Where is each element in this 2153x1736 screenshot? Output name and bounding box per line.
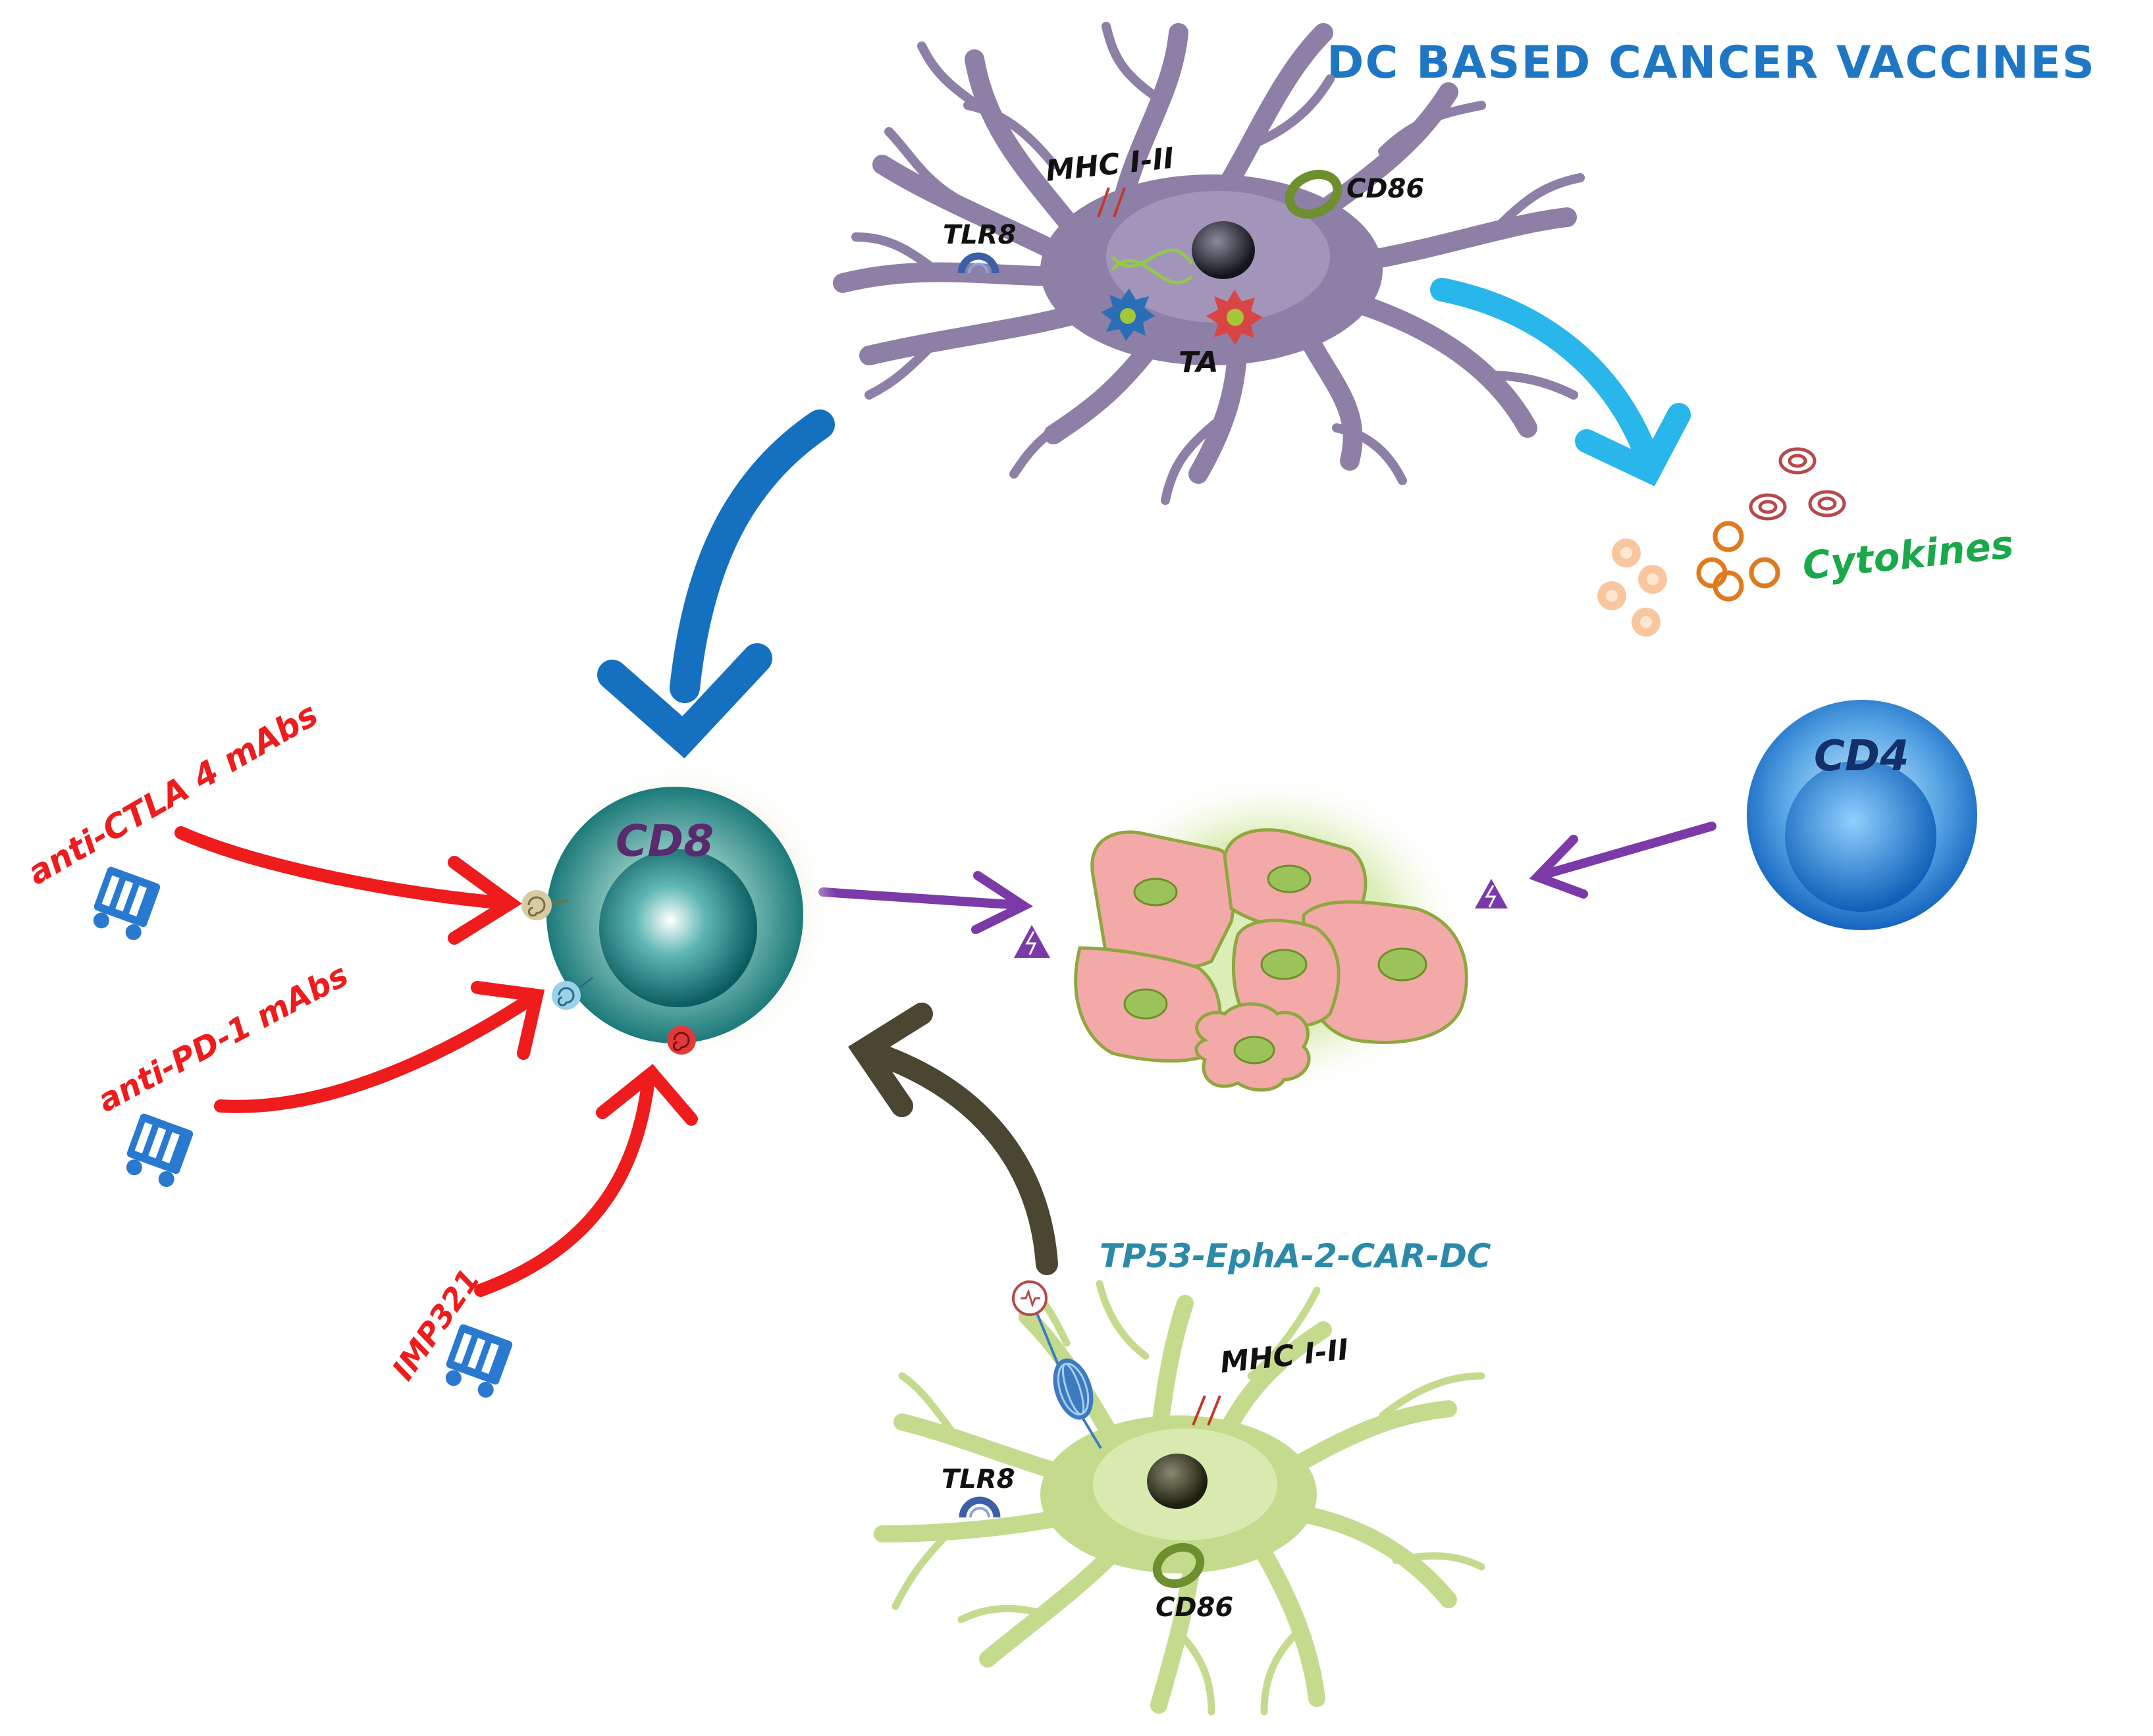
- title-dc-based-cancer-vaccines: DC BASED CANCER VACCINES: [1327, 37, 2096, 89]
- car-dc-tlr8-receptor-icon: [959, 1496, 1001, 1518]
- car-dc-label: TP53-EphA-2-CAR-DC: [1100, 1237, 1491, 1275]
- tumor-antigen-red-icon: [1206, 290, 1263, 345]
- car-dc-mhc-label: MHC I-II: [1219, 1333, 1350, 1380]
- car-dc-mhc-receptor-icon: [1192, 1395, 1221, 1426]
- cd86-receptor-icon: [1285, 169, 1342, 219]
- car-dc-nucleus: [1147, 1454, 1208, 1509]
- cytokines-cluster: [1597, 447, 1846, 637]
- cd8-label: CD8: [616, 816, 714, 866]
- arrow-cd8-to-tumor: [818, 871, 1034, 934]
- cytokines-label: Cytokines: [1800, 522, 2015, 589]
- lightning-icon-left: [1014, 925, 1050, 958]
- cd4-cell: [1747, 700, 1977, 930]
- dc-top-cell: [833, 22, 1585, 505]
- arrow-car-dc-to-cd8: [847, 1003, 1058, 1275]
- lag3-receptor-icon: [667, 1026, 696, 1055]
- arrow-ctla4-to-cd8: [174, 826, 522, 945]
- car-dc-cell: [874, 1280, 1485, 1716]
- car-receptor-icon: [1012, 1280, 1102, 1450]
- truck-icon-pd1: [126, 1113, 194, 1187]
- cd8-cell: [533, 757, 836, 1066]
- tumor-antigen-blue-icon: [1101, 288, 1155, 341]
- dc-top-cd86-label: CD86: [1346, 174, 1424, 204]
- arrow-dc-to-cytokines: [1430, 278, 1691, 487]
- arrow-dc-to-cd8: [597, 409, 835, 759]
- ctla4-receptor-icon: [521, 890, 568, 920]
- pd1-receptor-icon: [552, 976, 593, 1010]
- mhc-receptor-icon: [1097, 187, 1126, 218]
- dc-top-tlr8-label: TLR8: [943, 220, 1016, 250]
- truck-icon-ctla4: [93, 866, 161, 940]
- dc-top-ta-label: TA: [1179, 346, 1219, 379]
- car-dc-cd86-receptor-icon: [1152, 1542, 1205, 1589]
- arrow-pd1-to-cd8: [214, 981, 545, 1113]
- tumor-cells: [1073, 770, 1468, 1099]
- tlr8-receptor-icon: [957, 252, 999, 274]
- car-dc-tlr8-label: TLR8: [942, 1464, 1015, 1494]
- arrow-cd4-to-tumor: [1529, 822, 1716, 899]
- car-dc-cd86-label: CD86: [1156, 1592, 1233, 1623]
- dna-icon: [1111, 248, 1194, 285]
- cd4-label: CD4: [1814, 732, 1909, 781]
- truck-icon-imp321: [445, 1324, 513, 1398]
- arrow-imp321-to-cd8: [474, 1064, 698, 1297]
- lightning-icon-right: [1475, 879, 1508, 908]
- dc-top-nucleus: [1192, 221, 1255, 279]
